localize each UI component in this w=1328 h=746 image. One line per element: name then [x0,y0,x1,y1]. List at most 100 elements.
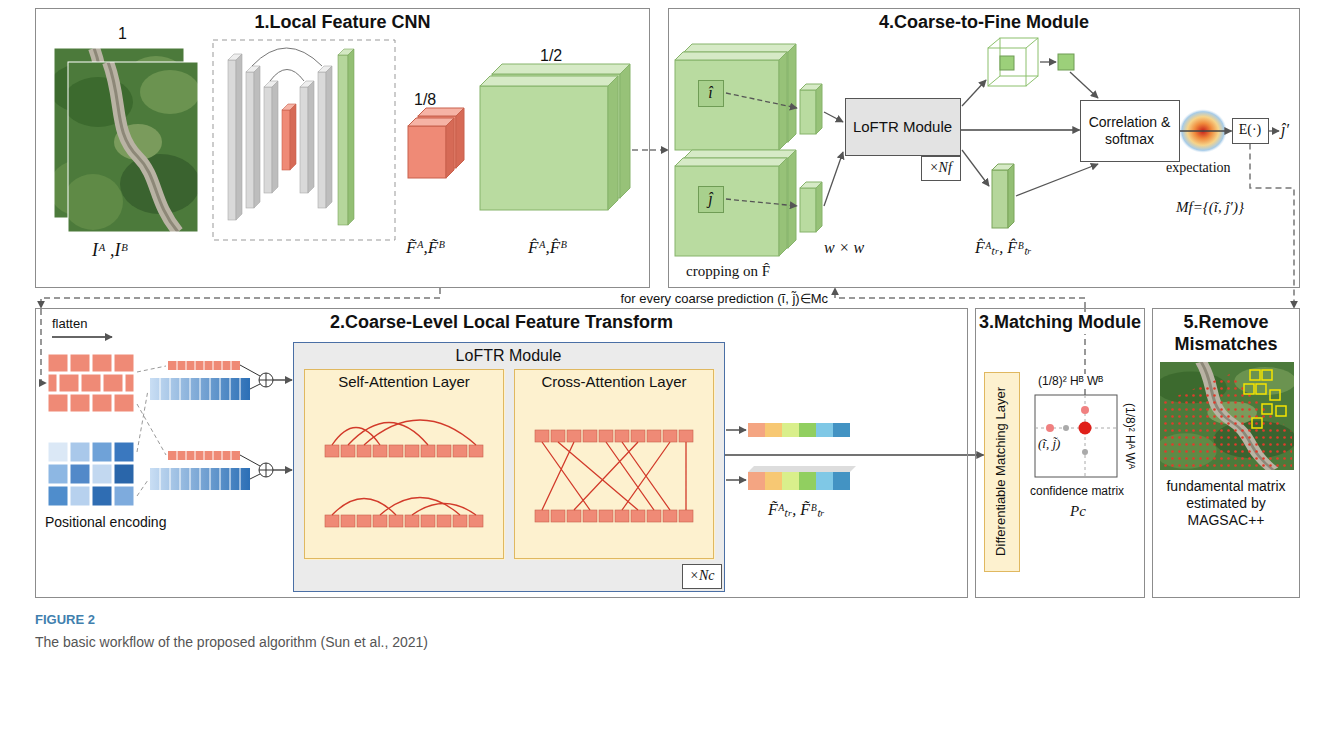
box-label: ×Nc [688,568,717,584]
attention-module [293,342,856,592]
attention-module [293,342,725,592]
match-result-image [1262,370,1272,380]
attention-module [647,510,661,522]
box-label: ĵ [706,190,714,208]
attention-module [421,515,435,527]
attention-module [631,510,645,522]
patch-cell: ĵ [698,186,724,213]
cnn-backbone [252,48,322,66]
note-label: Positional encoding [45,514,166,531]
attention-module [469,515,483,527]
attention-module [816,423,833,437]
layer-box: Differentiable Matching Layer [984,372,1020,572]
token-inputs [48,464,68,484]
cropped-feature-maps [800,188,816,232]
cropped-feature-maps [824,112,843,122]
fine-outputs [988,48,1026,86]
token-inputs [273,379,292,380]
attention-module [748,472,765,490]
token-inputs [48,442,134,506]
cnn-backbone [300,87,308,193]
token-inputs [48,486,68,506]
attention-module [412,504,476,516]
token-inputs [240,365,260,389]
attention-module [551,430,565,442]
figure-number: FIGURE 2 [35,612,95,628]
attention-module [647,430,661,442]
cnn-backbone [270,70,304,82]
cropped-feature-maps [800,90,816,134]
edge-label: for every coarse prediction (ĩ, j̃)∈Mc [560,291,830,307]
token-inputs [70,394,90,412]
variable-label: ĵ′ [1281,120,1289,139]
token-inputs [52,336,112,337]
input-images [49,48,200,232]
note-label: fundamental matrix estimated by MAGSAC++ [1157,478,1295,528]
coarse-feature-map [456,108,464,168]
confidence-matrix [1046,424,1054,432]
module-panel: 5.Remove Mismatches [1152,308,1300,598]
token-inputs [92,486,112,506]
fine-feature-map [608,76,618,210]
token-inputs [114,486,134,506]
attention-module [453,445,467,457]
variable-label: F̂ᴬₜᵣ, F̂ᴮₜᵣ [975,238,1032,257]
token-inputs [125,374,134,392]
attention-module [332,428,380,446]
attention-module [782,423,799,437]
dimension-label: (1/8)² Hᴮ Wᴮ [1036,374,1105,388]
attention-module [726,429,746,430]
token-inputs [168,451,240,460]
attention-module [535,510,549,522]
module-title: LoFTR Module [453,346,565,365]
variable-label: F̃ᴬ,F̃ᴮ [406,238,445,258]
fine-outputs [1016,164,1098,196]
match-result-image [1244,384,1254,394]
attention-module [341,445,355,457]
attention-module [305,370,505,560]
coarse-feature-map [408,108,464,178]
attention-module [833,472,850,490]
fine-outputs [992,170,1008,228]
connector [1250,144,1294,309]
process-box: LoFTR Module [845,98,961,156]
cropped-feature-maps [779,52,787,150]
match-result-image [1155,362,1296,470]
attention-module [583,430,597,442]
cropped-feature-maps [726,199,797,206]
cropped-feature-maps [675,60,779,150]
match-result-image [1276,406,1286,416]
confidence-matrix [1035,395,1117,477]
attention-module [469,445,483,457]
attention-module [357,515,371,527]
fine-feature-map [632,149,650,151]
attention-module [325,445,339,457]
cnn-backbone [318,72,326,208]
fine-outputs [1008,164,1014,228]
attention-module [405,515,419,527]
attention-module [437,515,451,527]
cropped-feature-maps [675,158,787,166]
cnn-backbone [213,40,395,240]
repeat-box: ×Nc [682,564,722,589]
patch-cell: î [698,80,724,107]
layer-box: Cross-Attention Layer [514,369,714,559]
cropped-feature-maps [684,44,796,52]
layer-title: Differentiable Matching Layer [994,387,1009,556]
token-inputs [70,464,90,484]
token-inputs [240,455,260,479]
token-inputs [92,394,112,412]
match-result-image [1244,370,1286,428]
fine-outputs [962,150,989,186]
fine-outputs [962,80,986,106]
attention-module [615,430,629,442]
connector [961,129,1080,131]
attention-module [782,472,799,490]
fine-outputs [1058,54,1074,70]
panel-title: 2.Coarse-Level Local Feature Transform [327,312,676,334]
confidence-matrix [1035,395,1117,477]
process-box: Correlation & softmax [1080,100,1180,162]
fine-outputs [962,38,1279,228]
